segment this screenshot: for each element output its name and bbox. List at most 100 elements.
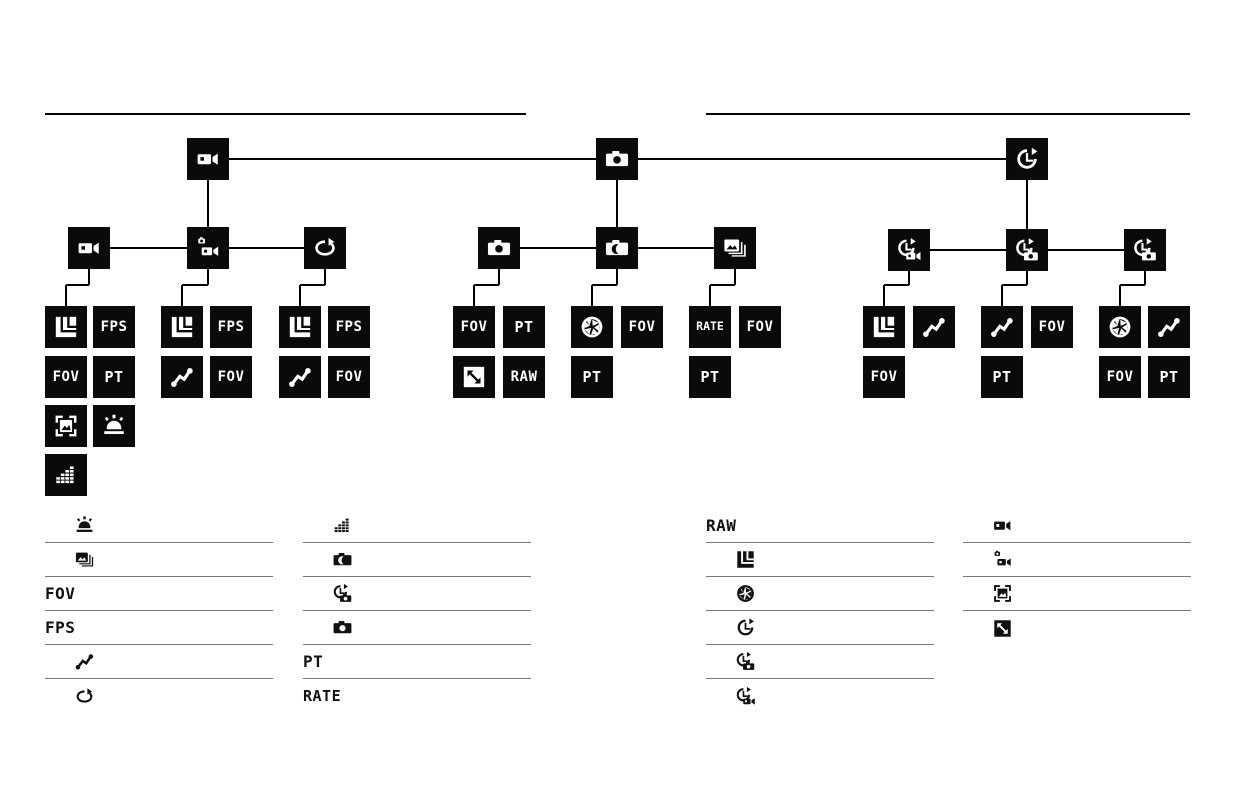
setting-0-1-1-fps[interactable]: FPS [210, 306, 252, 348]
setting-2-2-2-fov[interactable]: FOV [1099, 356, 1141, 398]
setting-1-2-1-fov[interactable]: FOV [739, 306, 781, 348]
legend-label: RATE [303, 687, 342, 705]
timelapse-photo-icon-tile[interactable] [1006, 229, 1048, 271]
setting-1-1-1-fov[interactable]: FOV [621, 306, 663, 348]
layers-icon-tile[interactable] [45, 306, 87, 348]
setting-0-0-3-pt[interactable]: PT [93, 356, 135, 398]
legend-row: FOV [45, 577, 273, 611]
image-frame-icon [53, 413, 79, 439]
leaf-elbow-0-0 [66, 284, 89, 286]
photo-video-camera-icon-tile[interactable] [187, 227, 229, 269]
setting-0-1-3-fov[interactable]: FOV [210, 356, 252, 398]
legend-row: RAW [706, 509, 934, 543]
leaf-elbow-1-1 [592, 284, 617, 286]
leaf-elbow-1-0 [474, 284, 499, 286]
leaf-enter-0-2 [299, 285, 301, 312]
video-camera-icon-tile[interactable] [187, 138, 229, 180]
legend-row [706, 611, 934, 645]
aperture-icon-tile[interactable] [1099, 306, 1141, 348]
leaf-drop-0-2 [324, 269, 326, 285]
setting-2-1-1-fov[interactable]: FOV [1031, 306, 1073, 348]
leaf-elbow-0-1 [182, 284, 208, 286]
setting-2-2-3-pt[interactable]: PT [1148, 356, 1190, 398]
setting-2-1-2-pt[interactable]: PT [981, 356, 1023, 398]
leaf-elbow-0-2 [300, 284, 325, 286]
leaf-enter-0-0 [65, 285, 67, 312]
timelapse-icon [728, 617, 762, 638]
layers-icon-tile[interactable] [161, 306, 203, 348]
equalizer-icon-tile[interactable] [45, 454, 87, 496]
zigzag-icon-tile[interactable] [161, 356, 203, 398]
video-camera-icon [76, 235, 102, 261]
tile-label: RAW [510, 369, 538, 385]
video-camera-icon-tile[interactable] [68, 227, 110, 269]
setting-0-2-1-fps[interactable]: FPS [328, 306, 370, 348]
setting-0-0-1-fps[interactable]: FPS [93, 306, 135, 348]
tile-label: FOV [335, 369, 363, 385]
loop-arrow-icon-tile[interactable] [304, 227, 346, 269]
timelapse-photo-icon-tile[interactable] [1124, 229, 1166, 271]
legend-label: FPS [45, 618, 76, 637]
leaf-enter-0-1 [181, 285, 183, 312]
tile-label: FPS [217, 319, 245, 335]
equalizer-icon [325, 515, 359, 536]
camera-icon-tile[interactable] [596, 138, 638, 180]
expand-arrows-icon [461, 364, 487, 390]
video-camera-icon [195, 146, 221, 172]
tile-label: FOV [1106, 369, 1134, 385]
zigzag-icon-tile[interactable] [1148, 306, 1190, 348]
zigzag-icon [169, 364, 195, 390]
setting-1-1-2-pt[interactable]: PT [571, 356, 613, 398]
legend-row [45, 645, 273, 679]
setting-1-2-2-pt[interactable]: PT [689, 356, 731, 398]
setting-0-2-3-fov[interactable]: FOV [328, 356, 370, 398]
legend-row [303, 577, 531, 611]
expand-arrows-icon [985, 618, 1019, 639]
tile-label: PT [514, 317, 534, 336]
camera-icon [325, 617, 359, 638]
tile-label: FOV [217, 369, 245, 385]
setting-1-0-0-fov[interactable]: FOV [453, 306, 495, 348]
aperture-icon-tile[interactable] [571, 306, 613, 348]
camera-icon [486, 235, 512, 261]
leaf-drop-1-2 [734, 269, 736, 285]
zigzag-icon-tile[interactable] [981, 306, 1023, 348]
camera-icon [604, 146, 630, 172]
loop-arrow-icon [67, 686, 101, 707]
loop-arrow-icon [312, 235, 338, 261]
legend-row [706, 645, 934, 679]
sunset-icon-tile[interactable] [93, 405, 135, 447]
equalizer-icon [53, 462, 79, 488]
leaf-drop-1-0 [498, 269, 500, 285]
timelapse-video-icon-tile[interactable] [888, 229, 930, 271]
setting-1-2-0-rate[interactable]: RATE [689, 306, 731, 348]
camera-night-icon-tile[interactable] [596, 227, 638, 269]
tile-label: PT [992, 367, 1012, 386]
layers-icon-tile[interactable] [863, 306, 905, 348]
leaf-elbow-2-2 [1120, 284, 1145, 286]
expand-arrows-icon-tile[interactable] [453, 356, 495, 398]
camera-icon-tile[interactable] [478, 227, 520, 269]
setting-1-0-3-raw[interactable]: RAW [503, 356, 545, 398]
image-frame-icon-tile[interactable] [45, 405, 87, 447]
leaf-drop-2-0 [908, 271, 910, 285]
photo-stack-icon-tile[interactable] [714, 227, 756, 269]
tile-label: FOV [460, 319, 488, 335]
setting-0-0-2-fov[interactable]: FOV [45, 356, 87, 398]
leaf-drop-2-2 [1144, 271, 1146, 285]
setting-1-0-1-pt[interactable]: PT [503, 306, 545, 348]
timelapse-icon-tile[interactable] [1006, 138, 1048, 180]
layers-icon-tile[interactable] [279, 306, 321, 348]
timelapse-icon [1014, 146, 1040, 172]
setting-2-0-2-fov[interactable]: FOV [863, 356, 905, 398]
legend-row [963, 509, 1191, 543]
legend-row [963, 611, 1191, 645]
tile-label: RATE [696, 319, 724, 334]
image-frame-icon [985, 583, 1019, 604]
tile-label: PT [700, 367, 720, 386]
timelapse-photo-icon [1132, 237, 1158, 263]
legend-row [706, 679, 934, 713]
zigzag-icon-tile[interactable] [279, 356, 321, 398]
zigzag-icon-tile[interactable] [913, 306, 955, 348]
